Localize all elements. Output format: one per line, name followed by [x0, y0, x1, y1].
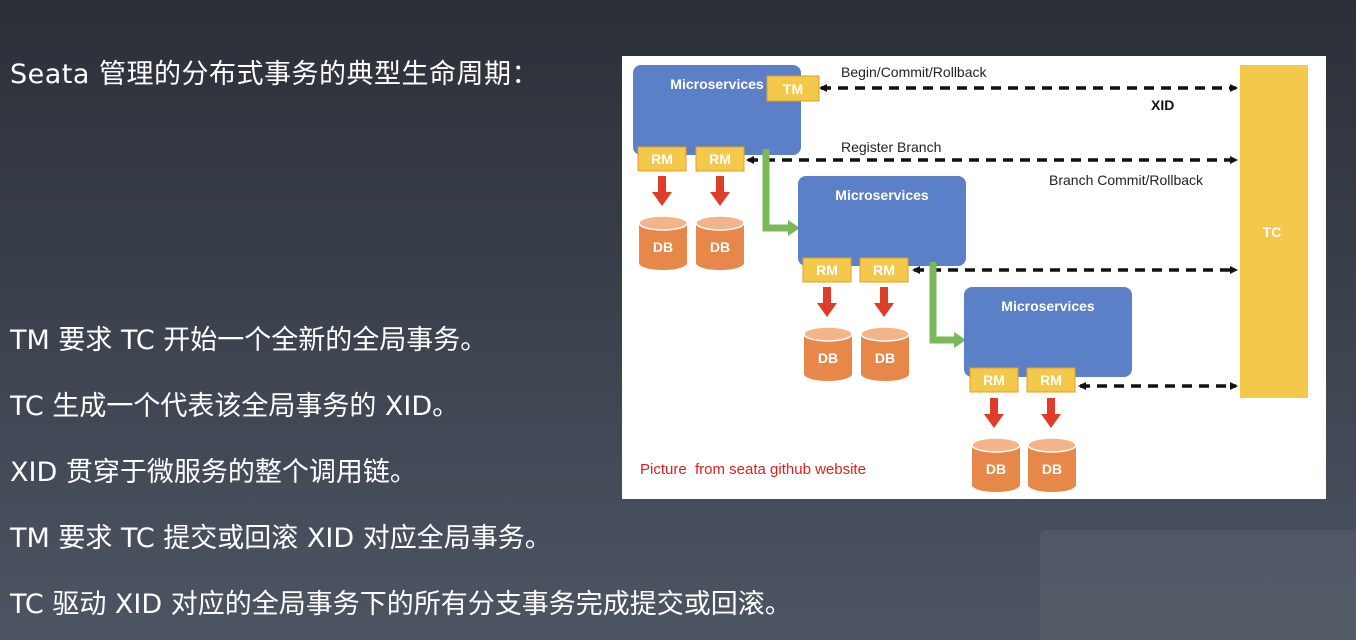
tm-label: TM: [783, 81, 803, 97]
db-cylinder: DB: [860, 326, 910, 381]
rm-box: [1026, 367, 1076, 393]
db-label: DB: [986, 461, 1006, 477]
bullet-tm-begin: TM 要求 TC 开始一个全新的全局事务。: [10, 325, 488, 356]
db-label: DB: [818, 350, 838, 366]
rm-label: RM: [873, 262, 895, 278]
microservice-box: [798, 176, 966, 266]
tm-box: [766, 75, 820, 102]
picture-caption: Picture from seata github website: [640, 461, 866, 478]
microservice-label: Microservices: [835, 187, 929, 203]
rm-label: RM: [816, 262, 838, 278]
red-arrow: [710, 176, 730, 206]
microservice-label: Microservices: [1001, 298, 1095, 314]
red-arrow: [652, 176, 672, 206]
microservice-label: Microservices: [670, 76, 764, 92]
db-cylinder: DB: [803, 326, 853, 381]
db-cylinder: DB: [695, 215, 745, 270]
red-arrow: [874, 287, 894, 317]
tc-label: TC: [1263, 224, 1282, 240]
rm-box: [859, 257, 909, 283]
rm-box: [637, 146, 687, 172]
background-blot: [1040, 530, 1356, 640]
rm-label: RM: [709, 151, 731, 167]
db-cylinder: DB: [1027, 437, 1077, 492]
xid-label: XID: [1151, 97, 1174, 113]
green-call-arrow: [929, 262, 966, 348]
microservice-box: [633, 65, 801, 155]
green-call-arrow: [762, 149, 800, 236]
db-label: DB: [653, 239, 673, 255]
register-branch-label: Register Branch: [841, 139, 941, 155]
db-cylinder: DB: [638, 215, 688, 270]
rm-label: RM: [651, 151, 673, 167]
bullet-tc-generate-xid: TC 生成一个代表该全局事务的 XID。: [10, 391, 460, 422]
bullet-tc-drive-branches: TC 驱动 XID 对应的全局事务下的所有分支事务完成提交或回滚。: [10, 589, 792, 620]
red-arrow: [817, 287, 837, 317]
seata-architecture-diagram: TC Begin/Commit/Rollback XID Register Br…: [622, 56, 1326, 499]
rm-label: RM: [983, 372, 1005, 388]
bullet-tm-commit-rollback: TM 要求 TC 提交或回滚 XID 对应全局事务。: [10, 523, 552, 554]
begin-commit-rollback-label: Begin/Commit/Rollback: [841, 64, 987, 80]
db-label: DB: [1042, 461, 1062, 477]
db-cylinder: DB: [971, 437, 1021, 492]
branch-commit-rollback-label: Branch Commit/Rollback: [1049, 172, 1204, 188]
db-label: DB: [875, 350, 895, 366]
db-label: DB: [710, 239, 730, 255]
red-arrow: [1041, 398, 1061, 428]
red-arrow: [984, 398, 1004, 428]
rm-box: [695, 146, 745, 172]
slide-title: Seata 管理的分布式事务的典型生命周期：: [10, 59, 540, 90]
tc-box: [1240, 65, 1308, 398]
rm-box: [802, 257, 852, 283]
bullet-xid-propagation: XID 贯穿于微服务的整个调用链。: [10, 457, 417, 488]
microservice-box: [964, 287, 1132, 377]
rm-box: [969, 367, 1019, 393]
rm-label: RM: [1040, 372, 1062, 388]
